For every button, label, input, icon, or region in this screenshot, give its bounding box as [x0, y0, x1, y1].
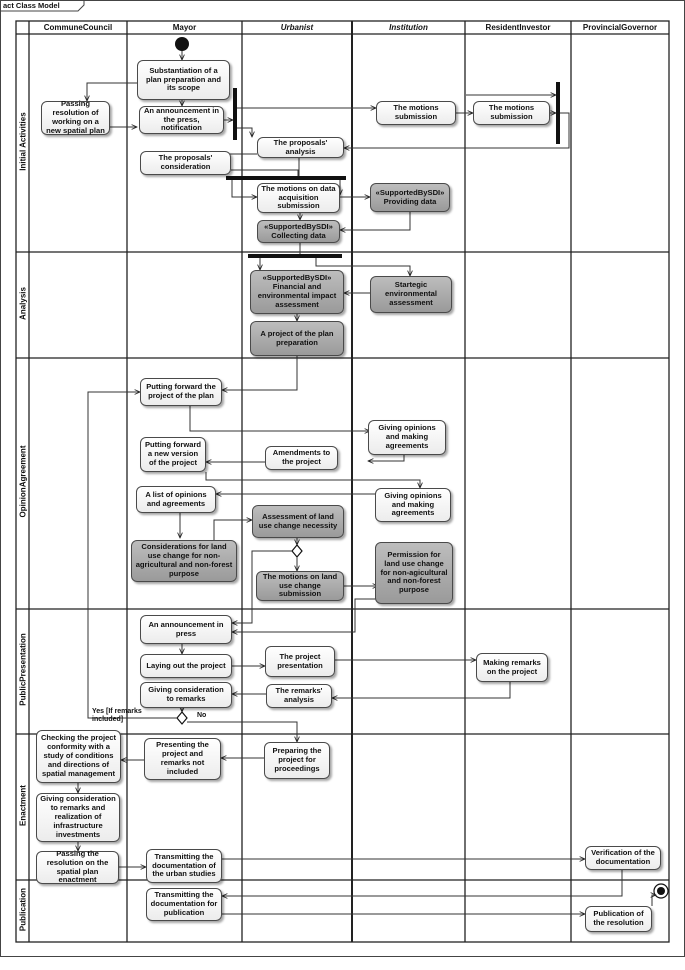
partition-publication: Publication	[18, 887, 28, 932]
activity-putting-forward-new-version: Putting forward a new version of the pro…	[140, 437, 206, 472]
activity-proposals-analysis: The proposals' analysis	[257, 137, 344, 158]
partition-opinion-agreement: OpinionAgreement	[18, 445, 28, 518]
activity-verification: Verification of the documentation	[585, 846, 661, 870]
activity-passing-resolution: Passing resolution of working on a new s…	[41, 99, 110, 135]
fork-bar-mayor	[233, 88, 237, 140]
activity-proposals-consideration: The proposals' consideration	[140, 151, 231, 175]
activity-putting-forward-project: Putting forward the project of the plan	[140, 378, 222, 406]
activity-remarks-analysis: The remarks' analysis	[266, 684, 332, 708]
lane-header-institution: Institution	[389, 23, 428, 32]
activity-motions-submission-resident: The motions submission	[473, 101, 550, 125]
activity-giving-opinions-2: Giving opinions and making agreements	[375, 488, 451, 522]
activity-providing-data: «SupportedBySDI»Providing data	[370, 183, 450, 212]
activity-permission-land-use: Permission for land use change for non-a…	[375, 542, 453, 604]
activity-motions-submission-institution: The motions submission	[376, 101, 456, 125]
decision-remarks	[176, 711, 188, 725]
swimlane-grid	[15, 20, 670, 943]
fork-bar-analysis	[248, 254, 342, 258]
lane-header-commune-council: CommuneCouncil	[43, 23, 113, 32]
lane-header-urbanist: Urbanist	[280, 23, 314, 32]
activity-amendments: Amendments to the project	[265, 446, 338, 470]
decision-land-use	[291, 544, 303, 558]
activity-list-of-opinions: A list of opinions and agreements	[136, 486, 216, 513]
guard-no: No	[197, 712, 207, 719]
activity-presenting-project: Presenting the project and remarks not i…	[144, 738, 221, 780]
guard-yes: Yes [If remarks included]	[92, 708, 142, 724]
lane-header-resident-investor: ResidentInvestor	[485, 23, 551, 32]
final-node-dot	[657, 887, 665, 895]
frame-tab-border	[0, 0, 85, 12]
partition-enactment: Enactment	[18, 785, 28, 826]
activity-transmitting-urban-studies: Transmitting the documentation of the ur…	[146, 849, 222, 883]
partition-public-presentation: PublicPresentation	[18, 633, 28, 706]
fork-bar-consideration	[226, 176, 346, 180]
activity-announcement-press-notification: An announcement in the press, notificati…	[139, 106, 224, 134]
activity-passing-resolution-enactment: Passing the resolution on the spatial pl…	[36, 849, 119, 884]
initial-node	[175, 37, 189, 51]
activity-project-presentation: The project presentation	[265, 646, 335, 677]
activity-announcement-press: An announcement in press	[140, 615, 232, 644]
activity-motions-data-acquisition: The motions on data acquisition submissi…	[257, 183, 340, 213]
activity-preparing-project: Preparing the project for proceedings	[264, 742, 330, 779]
activity-giving-opinions-1: Giving opinions and making agreements	[368, 420, 446, 455]
activity-publication-resolution: Publication of the resolution	[585, 906, 652, 932]
activity-transmitting-publication: Transmitting the documentation for publi…	[146, 888, 222, 921]
frame-title: act Class Model	[3, 1, 60, 10]
control-flows	[78, 51, 656, 914]
activity-financial-assessment: «SupportedBySDI»Financial and environmen…	[250, 270, 344, 314]
activity-substantiation: Substantiation of a plan preparation and…	[137, 60, 230, 100]
activity-assessment-land-use: Assessment of land use change necessity	[252, 505, 344, 538]
activity-strategic-assessment: Startegic environmental assessment	[370, 276, 452, 313]
partition-analysis: Analysis	[18, 287, 28, 320]
lane-header-mayor: Mayor	[172, 23, 197, 32]
activity-checking-conformity: Checking the project conformity with a s…	[36, 730, 121, 783]
activity-giving-consideration-remarks: Giving consideration to remarks	[140, 682, 232, 708]
activity-making-remarks: Making remarks on the project	[476, 653, 548, 682]
activity-giving-consideration-realization: Giving consideration to remarks and real…	[36, 793, 120, 842]
activity-considerations-land-use: Considerations for land use change for n…	[131, 540, 237, 582]
activity-motions-land-use: The motions on land use change submissio…	[256, 571, 344, 601]
join-bar-resident	[556, 82, 560, 144]
activity-laying-out: Laying out the project	[140, 654, 232, 678]
activity-project-preparation: A project of the plan preparation	[250, 321, 344, 356]
activity-collecting-data: «SupportedBySDI»Collecting data	[257, 220, 340, 243]
partition-initial-activities: Initial Activities	[18, 112, 28, 171]
lane-header-provincial-governor: ProvincialGovernor	[582, 23, 658, 32]
